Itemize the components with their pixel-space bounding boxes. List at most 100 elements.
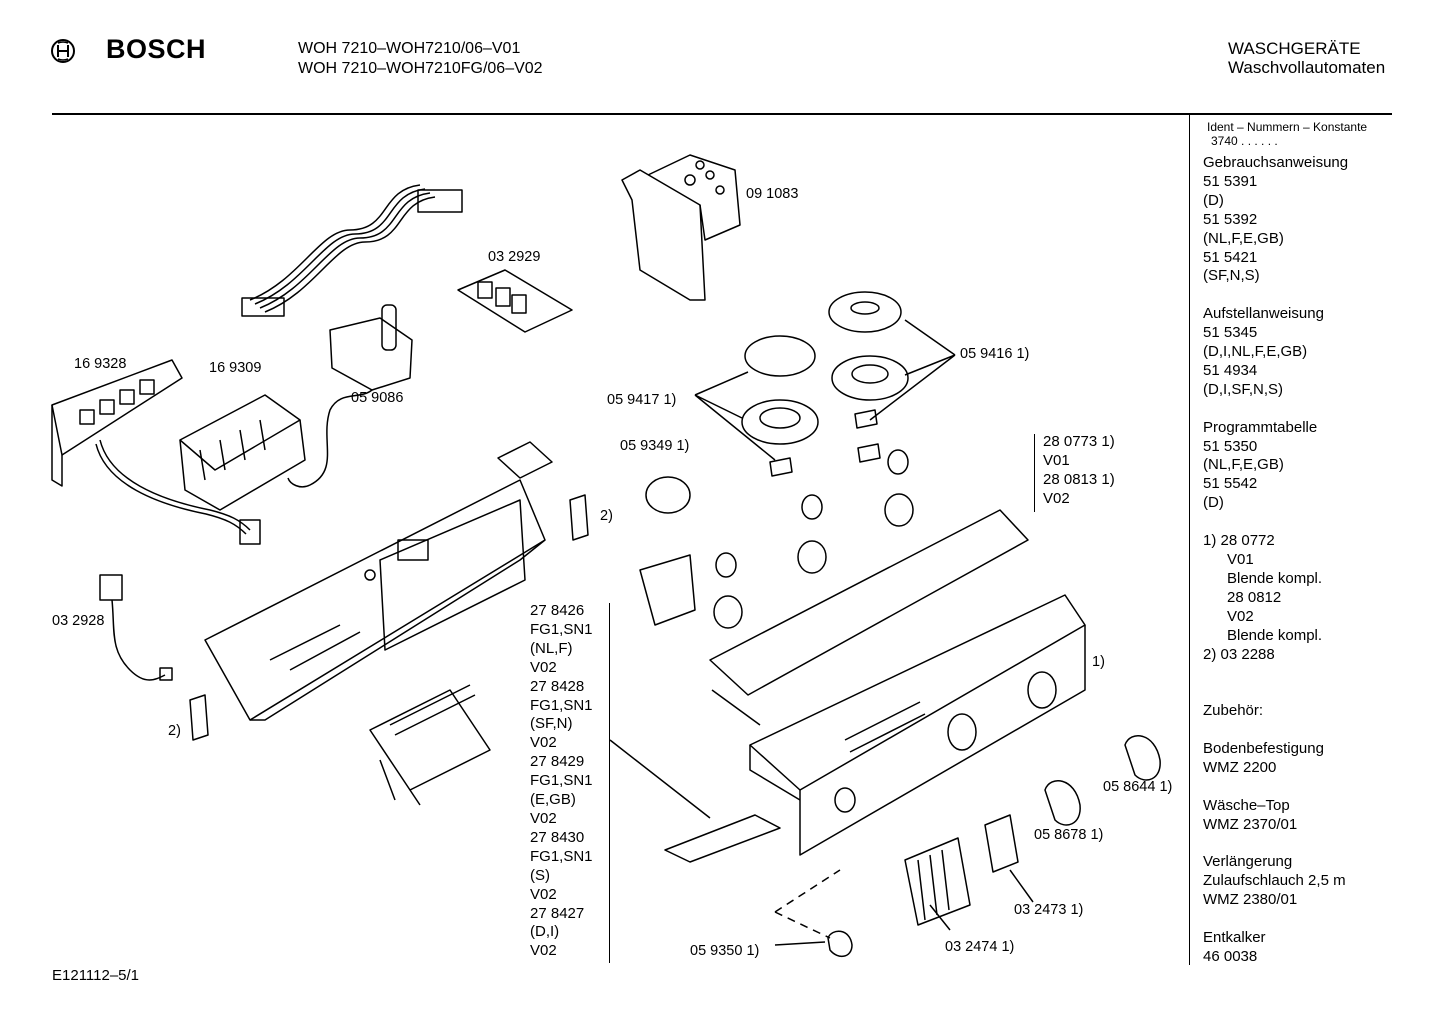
sidebar-line: 51 5542 [1203, 475, 1258, 493]
label-169309: 16 9309 [209, 360, 262, 376]
part-list-line: 27 8427 [530, 904, 585, 922]
label-032474: 03 2474 1) [945, 939, 1015, 955]
part-169328 [51, 359, 261, 545]
label-059416: 05 9416 1) [960, 346, 1030, 362]
label-091083: 09 1083 [746, 186, 799, 202]
part-091083 [621, 154, 741, 301]
sidebar-line: Zulaufschlauch 2,5 m [1203, 872, 1346, 890]
part-bracket-square [497, 441, 553, 479]
sidebar-line: WMZ 2370/01 [1203, 815, 1298, 833]
leader-lines-dials [694, 319, 956, 461]
dashed-leader [774, 869, 841, 939]
sidebar-divider [1189, 115, 1190, 965]
wire-harness-top [241, 184, 463, 317]
category-line-1: WASCHGERÄTE [1228, 39, 1361, 58]
part-knobs-right [1044, 735, 1161, 826]
part-list-line: V02 [530, 885, 557, 903]
part-list-line: (S) [530, 866, 550, 884]
part-list-line: (SF,N) [530, 715, 573, 733]
category-line-2: Waschvollautomaten [1228, 58, 1386, 77]
sidebar-line: (D,I,NL,F,E,GB) [1203, 343, 1308, 361]
part-list-line: (NL,F) [530, 639, 573, 657]
sidebar-line: 28 0812 [1227, 588, 1282, 606]
sidebar-line: 51 4934 [1203, 361, 1258, 379]
part-list-line: FG1,SN1 [530, 620, 593, 638]
sidebar-line: 51 5392 [1203, 210, 1258, 228]
drawing-id: E121112–5/1 [52, 967, 140, 984]
part-list-line: 27 8428 [530, 677, 585, 695]
part-list-line: 27 8426 [530, 602, 585, 619]
sidebar-line: 1) 28 0772 [1203, 532, 1275, 550]
sidebar-line: 51 5345 [1203, 324, 1258, 342]
brand-logo-text: BOSCH [106, 34, 207, 64]
sidebar-line: WMZ 2380/01 [1203, 891, 1298, 909]
sidebar-line: Verlängerung [1203, 853, 1293, 871]
part-small-pcb [639, 554, 696, 626]
part-169309 [179, 394, 306, 511]
part-list-line: FG1,SN1 [530, 696, 593, 714]
sidebar-line: V01 [1227, 550, 1254, 568]
label-059349: 05 9349 1) [620, 438, 690, 454]
sidebar-line: V02 [1227, 607, 1254, 625]
sidebar-line: (D,I,SF,N,S) [1203, 380, 1284, 398]
part-059350 [827, 930, 853, 957]
sidebar-line: Zubehör: [1203, 702, 1264, 720]
part-032929 [457, 269, 573, 333]
sidebar-line: Gebrauchsanweisung [1203, 154, 1349, 171]
part-fascia [749, 594, 1086, 856]
label-note-2a: 2) [600, 508, 613, 524]
part-list-line: 27 8429 [530, 753, 585, 771]
part-list-line: V02 [530, 734, 557, 752]
part-list-line: (D,I) [530, 923, 560, 941]
part-list-line: V02 [530, 942, 557, 960]
part-059086 [287, 304, 413, 488]
sidebar-line: (NL,F,E,GB) [1203, 229, 1284, 247]
sidebar-line: 2) 03 2288 [1203, 645, 1275, 663]
label-169328: 16 9328 [74, 356, 127, 372]
part-sheet-278426 [664, 814, 781, 863]
label-032929: 03 2929 [488, 249, 541, 265]
part-list-line: V02 [530, 658, 557, 676]
sidebar: Ident – Nummern – Konstante 3740 . . . .… [1203, 120, 1403, 967]
sidebar-line: (SF,N,S) [1203, 267, 1260, 285]
label-note-2b: 2) [168, 723, 181, 739]
part-list-bracket-left [609, 603, 610, 963]
label-note-1: 1) [1092, 654, 1105, 670]
part-list-line: V02 [530, 809, 557, 827]
part-list-line: 27 8430 [530, 828, 585, 846]
sidebar-line: Bodenbefestigung [1203, 740, 1324, 757]
sidebar-line: WMZ 2200 [1203, 758, 1277, 776]
sidebar-line: 51 5421 [1203, 248, 1258, 266]
label-059350: 05 9350 1) [690, 943, 760, 959]
part-list-bracket-right [1034, 434, 1035, 512]
part-dials [741, 291, 909, 477]
sidebar-line: Wäsche–Top [1203, 796, 1290, 814]
part-list-line: V02 [1043, 489, 1070, 507]
model-line-1: WOH 7210–WOH7210/06–V01 [298, 40, 521, 57]
part-chassis-frame [204, 479, 546, 721]
sidebar-line: Blende kompl. [1227, 569, 1323, 587]
part-list-line: V01 [1043, 451, 1070, 469]
part-032928 [99, 574, 173, 681]
sidebar-line: Blende kompl. [1227, 626, 1323, 644]
clip-2b [189, 694, 209, 741]
sidebar-line: (D) [1203, 191, 1224, 209]
part-list-line: 28 0813 1) [1043, 470, 1115, 488]
part-list-line: FG1,SN1 [530, 847, 593, 865]
bosch-armature-icon [51, 39, 75, 63]
model-line-2: WOH 7210–WOH7210FG/06–V02 [298, 60, 543, 77]
sidebar-line: (D) [1203, 494, 1224, 512]
label-059417: 05 9417 1) [607, 392, 677, 408]
header-rule [52, 113, 1392, 115]
part-list-line: FG1,SN1 [530, 772, 593, 790]
clip-2a [569, 494, 589, 541]
part-list-line: 28 0773 1) [1043, 433, 1115, 450]
sidebar-line: 51 5350 [1203, 437, 1258, 455]
sidebar-line: Entkalker [1203, 929, 1266, 947]
sidebar-line: 51 5391 [1203, 172, 1258, 190]
label-032473: 03 2473 1) [1014, 902, 1084, 918]
ident-value: 3740 . . . . . . [1211, 134, 1278, 148]
